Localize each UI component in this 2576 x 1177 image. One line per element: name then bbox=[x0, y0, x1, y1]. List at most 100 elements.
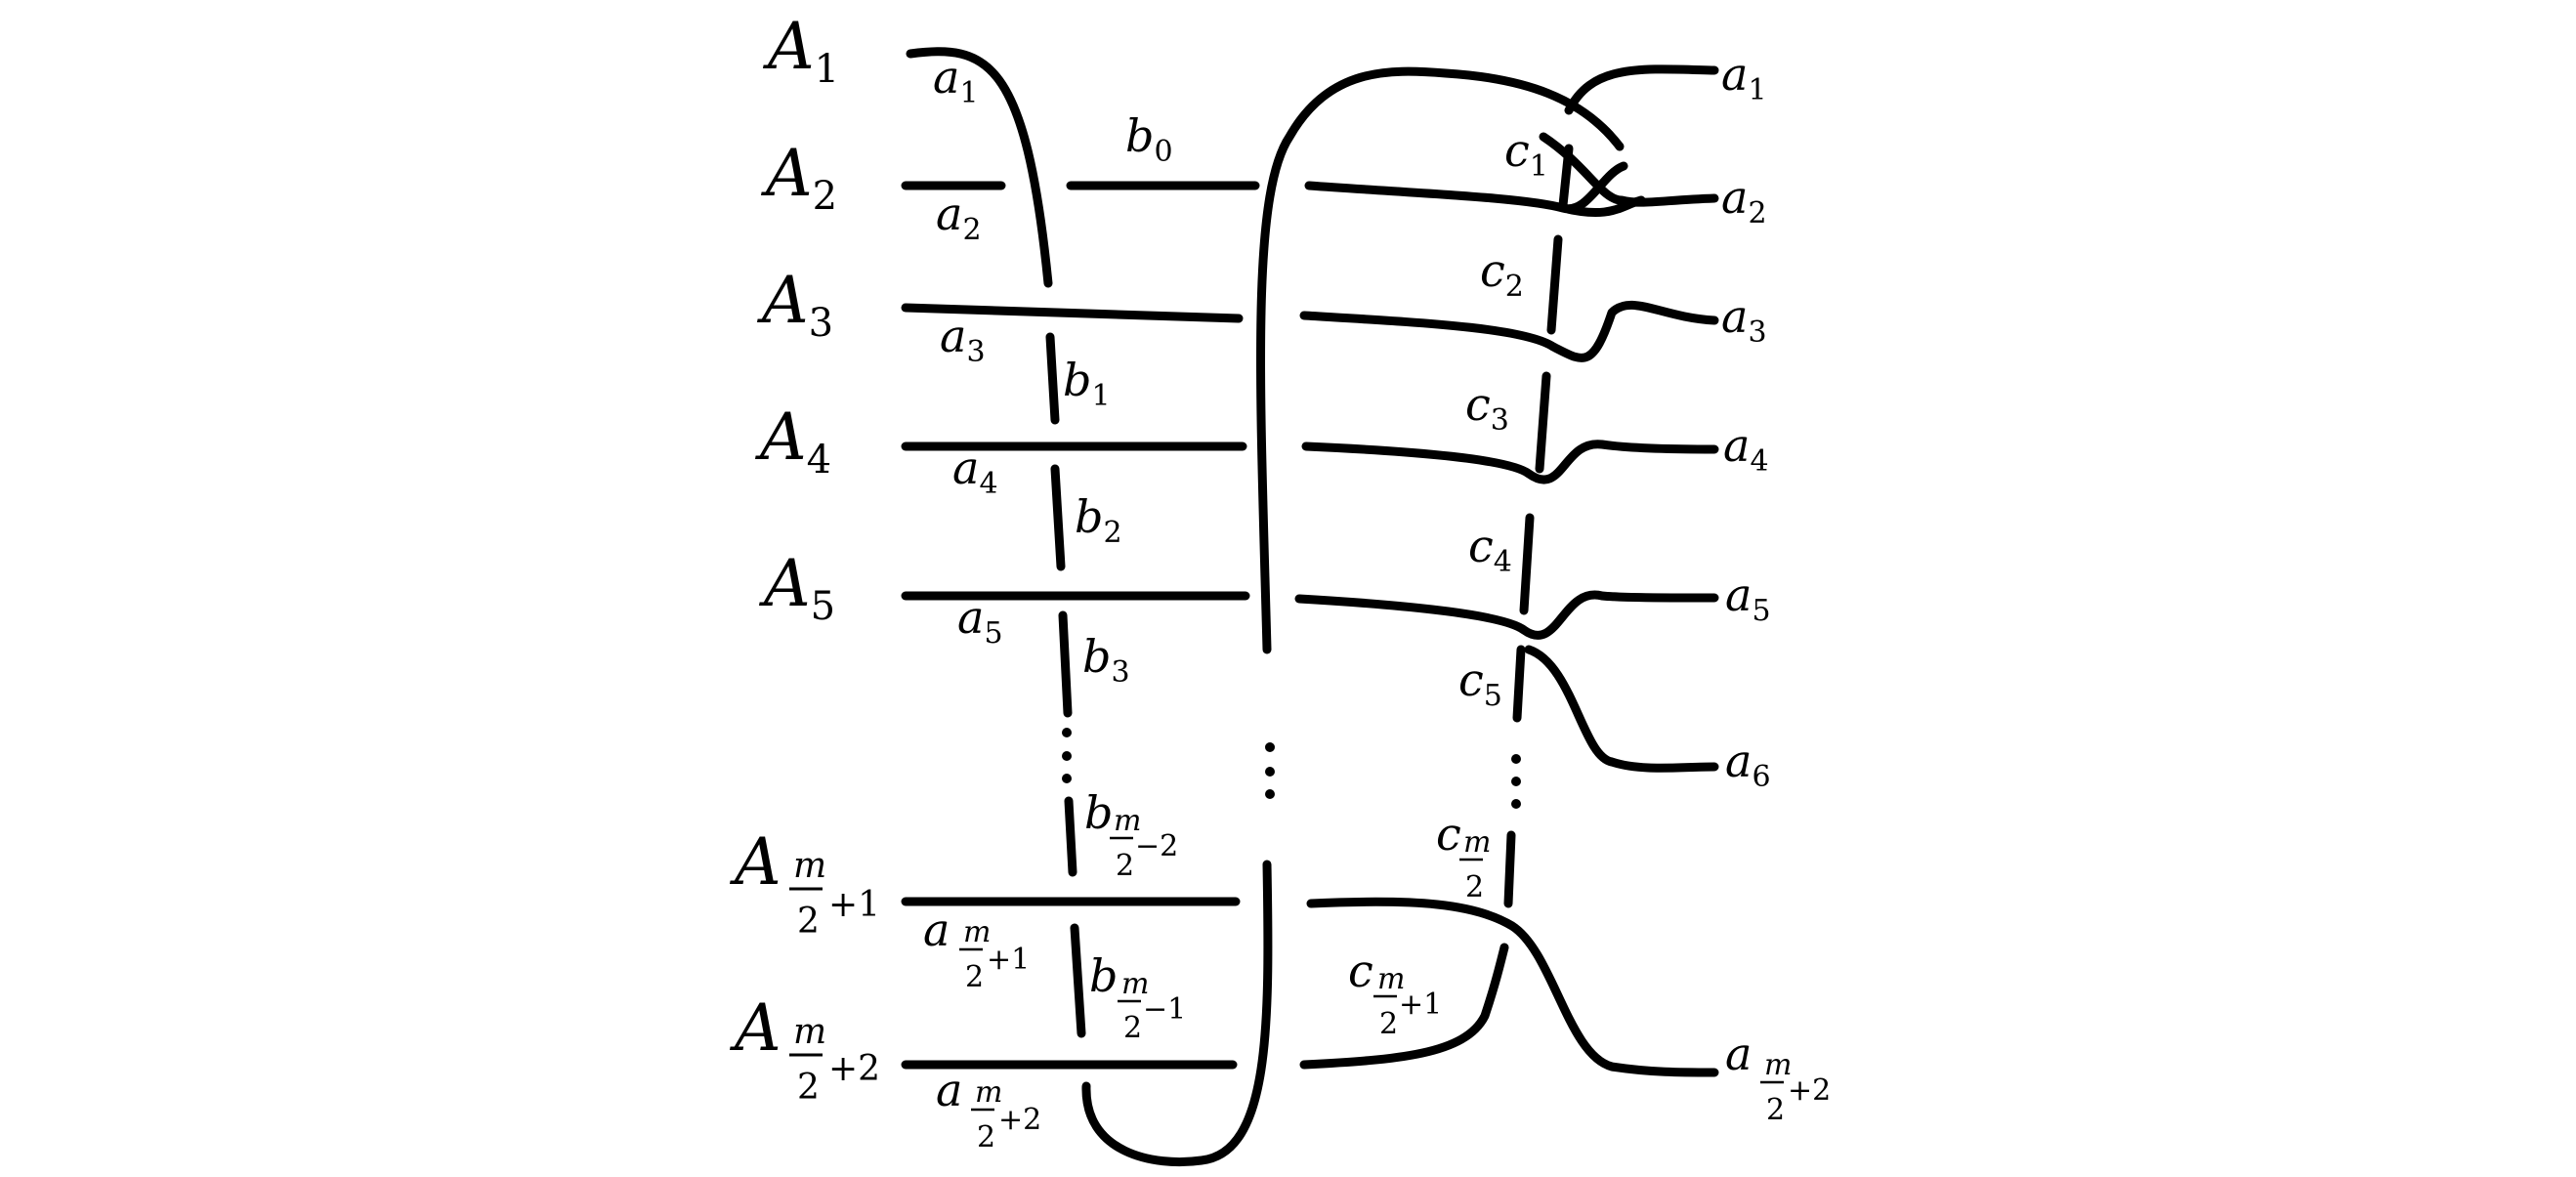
strand-c5-segment bbox=[1512, 645, 1526, 723]
strand-right-a1 bbox=[1564, 64, 1719, 115]
dot-left-1 bbox=[1062, 728, 1072, 737]
svg-text:c: c bbox=[1436, 808, 1461, 861]
svg-text:m: m bbox=[793, 1012, 826, 1052]
ellipsis-dots bbox=[1062, 728, 1521, 809]
label-b0: b0 bbox=[1125, 109, 1173, 169]
svg-text:2: 2 bbox=[1766, 1093, 1785, 1127]
svg-text:m: m bbox=[1764, 1048, 1792, 1082]
svg-text:a: a bbox=[1725, 1028, 1752, 1080]
svg-text:−2: −2 bbox=[1135, 829, 1178, 863]
label-c-m2-plus1: c m 2 +1 bbox=[1348, 945, 1442, 1041]
strands bbox=[901, 47, 1719, 1167]
strand-c1-segment bbox=[1558, 144, 1574, 210]
svg-text:−1: −1 bbox=[1143, 992, 1186, 1027]
dot-mid-1 bbox=[1265, 742, 1275, 752]
label-c1: c1 bbox=[1504, 124, 1548, 184]
label-a-m2-plus1: a m 2 +1 bbox=[923, 904, 1030, 994]
label-c2: c2 bbox=[1480, 244, 1524, 304]
label-right-a4: a4 bbox=[1723, 419, 1769, 479]
svg-text:A: A bbox=[729, 990, 781, 1066]
svg-text:2: 2 bbox=[977, 1120, 995, 1155]
label-b1: b1 bbox=[1063, 354, 1111, 413]
label-a4: a4 bbox=[952, 441, 998, 501]
strand-right-a3 bbox=[1299, 300, 1719, 362]
strand-b-m2-minus1-segment bbox=[1070, 923, 1086, 1038]
svg-text:2: 2 bbox=[797, 1068, 820, 1108]
svg-text:2: 2 bbox=[1465, 870, 1484, 904]
svg-text:+2: +2 bbox=[998, 1103, 1041, 1137]
dot-mid-3 bbox=[1265, 789, 1275, 799]
label-right-a6: a6 bbox=[1725, 735, 1771, 794]
svg-text:b: b bbox=[1084, 786, 1113, 839]
strand-b1-segment bbox=[1045, 332, 1060, 425]
strand-a3-left bbox=[901, 303, 1244, 323]
dot-right-2 bbox=[1511, 777, 1521, 786]
svg-text:m: m bbox=[975, 1075, 1002, 1110]
svg-text:+2: +2 bbox=[828, 1049, 880, 1089]
label-c5: c5 bbox=[1458, 653, 1502, 713]
svg-text:m: m bbox=[1121, 967, 1149, 1001]
svg-text:+2: +2 bbox=[1788, 1073, 1831, 1108]
dot-mid-2 bbox=[1265, 767, 1275, 777]
dot-right-3 bbox=[1511, 799, 1521, 809]
svg-text:2: 2 bbox=[1116, 849, 1134, 883]
svg-text:m: m bbox=[963, 915, 991, 949]
label-c-m2: c m 2 bbox=[1436, 808, 1491, 904]
left-labels: A1 A2 A3 A4 A5 A m 2 +1 A m 2 +2 bbox=[729, 9, 880, 1108]
strand-right-a6 bbox=[1524, 645, 1719, 773]
a-labels: a1 a2 a3 a4 a5 a m 2 +1 a m 2 +2 bbox=[923, 51, 1041, 1155]
svg-text:2: 2 bbox=[797, 902, 820, 942]
svg-text:a: a bbox=[936, 1064, 962, 1116]
label-A3: A3 bbox=[756, 263, 833, 346]
label-a2: a2 bbox=[936, 188, 982, 247]
svg-text:a: a bbox=[923, 904, 950, 956]
strand-c3-segment bbox=[1535, 371, 1551, 474]
strand-right-a5 bbox=[1294, 590, 1719, 640]
strand-b2-segment bbox=[1050, 464, 1066, 571]
label-A-m2-plus2: A m 2 +2 bbox=[729, 990, 880, 1108]
label-A5: A5 bbox=[758, 546, 835, 629]
label-right-a-m2-plus2: a m 2 +2 bbox=[1725, 1028, 1831, 1127]
label-right-a3: a3 bbox=[1721, 290, 1767, 350]
label-right-a2: a2 bbox=[1721, 171, 1767, 231]
label-right-a5: a5 bbox=[1725, 568, 1771, 628]
strand-right-a2 bbox=[1304, 132, 1719, 218]
svg-text:m: m bbox=[1463, 825, 1491, 860]
label-b2: b2 bbox=[1075, 490, 1122, 550]
svg-text:A: A bbox=[729, 824, 781, 900]
svg-text:m: m bbox=[1377, 962, 1405, 996]
label-a-m2-plus2: a m 2 +2 bbox=[936, 1064, 1041, 1155]
strand-c2-segment bbox=[1546, 234, 1563, 335]
svg-text:2: 2 bbox=[1379, 1007, 1398, 1041]
strand-c-m2-segment bbox=[1503, 830, 1516, 908]
strand-a1-curve bbox=[906, 47, 1053, 288]
label-a1: a1 bbox=[933, 51, 979, 110]
label-b-m2-minus2: b m 2 −2 bbox=[1084, 786, 1178, 883]
svg-text:b: b bbox=[1089, 949, 1118, 1002]
svg-text:c: c bbox=[1348, 945, 1373, 997]
strand-b3-segment bbox=[1058, 610, 1073, 718]
strand-right-a-m2-plus1 bbox=[1306, 897, 1719, 1077]
label-a3: a3 bbox=[940, 310, 986, 369]
svg-text:2: 2 bbox=[965, 960, 984, 994]
label-b-m2-minus1: b m 2 −1 bbox=[1089, 949, 1186, 1045]
strand-right-a4 bbox=[1301, 440, 1719, 484]
svg-text:2: 2 bbox=[1123, 1011, 1142, 1045]
strand-b0-vertical bbox=[1256, 66, 1625, 654]
label-A-m2-plus1: A m 2 +1 bbox=[729, 824, 880, 942]
label-b3: b3 bbox=[1082, 630, 1130, 690]
strand-c4-segment bbox=[1519, 513, 1535, 615]
dot-right-1 bbox=[1511, 754, 1521, 764]
svg-text:m: m bbox=[1114, 804, 1141, 838]
svg-text:+1: +1 bbox=[1399, 988, 1442, 1022]
strand-bottom-loop bbox=[1081, 860, 1273, 1167]
b-labels: b0 b1 b2 b3 b m 2 −2 b m 2 −1 bbox=[1063, 109, 1186, 1045]
strand-b-m2-minus2-segment bbox=[1064, 796, 1077, 877]
label-right-a1: a1 bbox=[1721, 48, 1767, 107]
label-c3: c3 bbox=[1465, 378, 1509, 438]
svg-text:m: m bbox=[793, 846, 826, 886]
label-a5: a5 bbox=[957, 591, 1003, 651]
label-A1: A1 bbox=[762, 9, 839, 92]
c-labels: c1 c2 c3 c4 c5 c m 2 c m 2 +1 bbox=[1348, 124, 1548, 1041]
